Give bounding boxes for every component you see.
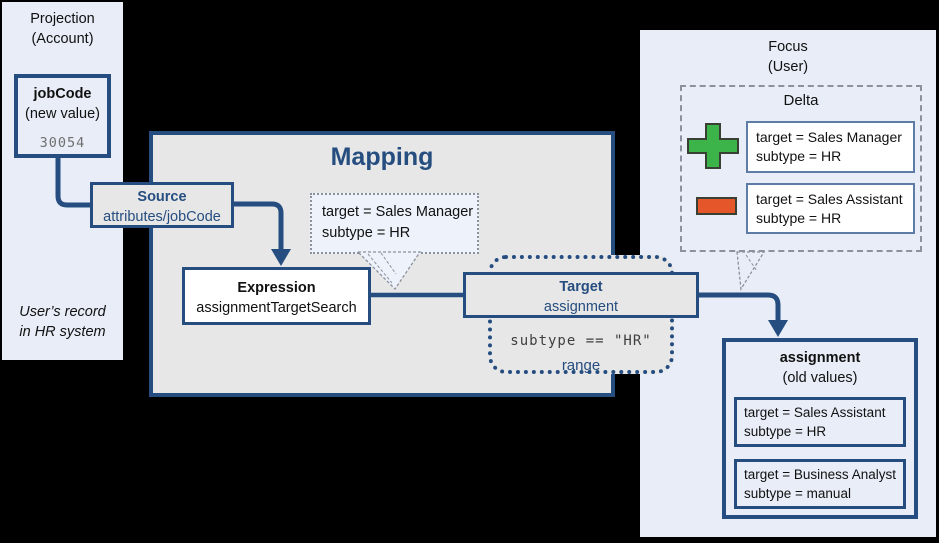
range-condition: subtype == "HR" [510, 333, 652, 349]
expression-label: Expression [237, 280, 316, 296]
projection-footnote: User’s record in HR system [2, 302, 123, 342]
old-value-2-line1: target = Business Analyst [744, 467, 896, 483]
old-value-box: target = Business Analyst subtype = manu… [734, 459, 906, 510]
delta-title: Delta [783, 92, 819, 109]
focus-title-line1: Focus [768, 39, 808, 55]
target-label: Target [559, 279, 603, 295]
old-value-2-line2: subtype = manual [744, 486, 851, 502]
source-label: Source [137, 189, 187, 205]
footnote-line2: in HR system [19, 324, 106, 340]
projection-panel: Projection (Account) jobCode (new value)… [2, 2, 123, 360]
plus-icon [687, 123, 739, 169]
delta-added-line1: target = Sales Manager [756, 129, 902, 145]
projection-title: Projection (Account) [2, 2, 123, 49]
source-box: Source attributes/jobCode [90, 182, 234, 228]
jobcode-value: 30054 [39, 135, 86, 152]
assignment-old-values-box: assignment (old values) target = Sales A… [722, 338, 918, 519]
old-value-1-line2: subtype = HR [744, 424, 827, 440]
source-value: attributes/jobCode [103, 209, 221, 226]
footnote-line1: User’s record [19, 304, 106, 320]
focus-panel: Focus (User) Delta target = Sales Manage… [640, 30, 936, 537]
mapping-title: Mapping [330, 143, 434, 171]
old-value-1-line1: target = Sales Assistant [744, 405, 886, 421]
target-value: assignment [543, 299, 619, 316]
focus-title: Focus (User) [640, 30, 936, 77]
delta-removed-line1: target = Sales Assistant [756, 191, 903, 207]
assignment-qualifier: (old values) [782, 369, 858, 386]
target-box: Target assignment [463, 272, 699, 318]
jobcode-box: jobCode (new value) 30054 [14, 74, 111, 158]
delta-added-value-box: target = Sales Manager subtype = HR [746, 121, 915, 173]
projection-title-line1: Projection [30, 11, 95, 27]
range-label: range [561, 357, 601, 374]
expression-box: Expression assignmentTargetSearch [182, 267, 371, 325]
assignment-label: assignment [779, 350, 861, 366]
jobcode-name: jobCode [33, 86, 92, 102]
bubble-line1: target = Sales Manager [322, 204, 474, 220]
mapping-result-bubble: target = Sales Manager subtype = HR [310, 193, 479, 254]
delta-removed-line2: subtype = HR [756, 210, 842, 227]
bubble-line2: subtype = HR [322, 224, 411, 241]
projection-title-line2: (Account) [31, 30, 94, 47]
old-value-box: target = Sales Assistant subtype = HR [734, 397, 906, 448]
minus-icon [696, 197, 737, 215]
delta-added-line2: subtype = HR [756, 148, 842, 165]
delta-removed-value-box: target = Sales Assistant subtype = HR [746, 183, 915, 234]
expression-value: assignmentTargetSearch [196, 300, 357, 317]
delta-bubble: Delta target = Sales Manager subtype = H… [680, 85, 922, 252]
focus-title-line2: (User) [767, 58, 809, 75]
jobcode-qualifier: (new value) [25, 105, 100, 122]
